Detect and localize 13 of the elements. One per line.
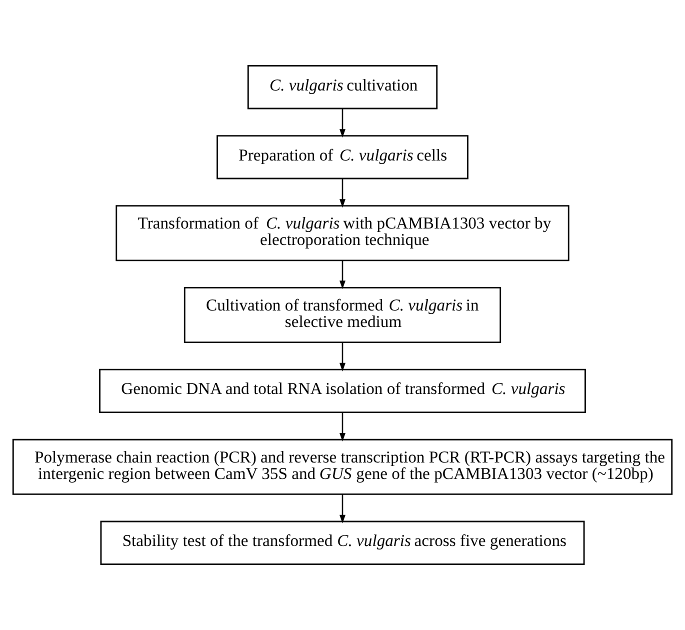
arrow bbox=[340, 178, 346, 208]
arrow bbox=[340, 260, 346, 290]
node-box: Cultivation of transformed C. vulgaris in selective medium bbox=[184, 286, 502, 344]
node-box: C. vulgaris cultivation bbox=[247, 65, 438, 110]
arrow bbox=[340, 108, 346, 138]
node-box: Preparation of C. vulgaris cells bbox=[216, 135, 468, 180]
arrow bbox=[340, 342, 346, 372]
node-box: Genomic DNA and total RNA isolation of transformed C. vulgaris bbox=[99, 368, 586, 414]
arrow bbox=[340, 494, 346, 524]
arrow bbox=[340, 412, 346, 442]
node-box: Stability test of the transformed C. vulgaris across five generations bbox=[100, 520, 585, 565]
node-box: Transformation of C. vulgaris with pCAMBIA1303 vector by electroporation technique bbox=[116, 205, 570, 262]
node-box: Polymerase chain reaction (PCR) and reverse transcription PCR (RT-PCR) assays targeting the intergenic region between CamV 35S and GUS gene of the pCAMBIA1303 vector (~120bp) bbox=[12, 438, 673, 495]
